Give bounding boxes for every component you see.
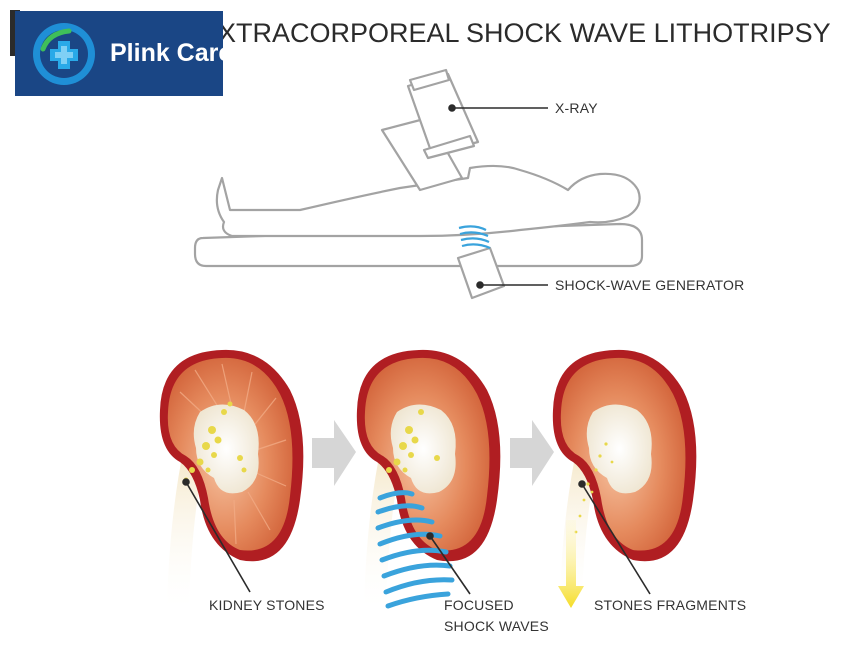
fragments-flow-arrow: [558, 520, 584, 608]
leader-lines-bottom: [182, 478, 651, 595]
process-arrow-2: [510, 420, 554, 486]
label-kidney-stones: KIDNEY STONES: [209, 597, 325, 613]
patient-table-scene: [193, 68, 644, 300]
kidney-with-fragments: [552, 349, 697, 611]
kidney-with-stones: [159, 349, 304, 621]
label-stones-fragments: STONES FRAGMENTS: [594, 597, 747, 613]
process-arrow-1: [312, 420, 356, 486]
generator-waves: [458, 225, 491, 250]
medical-cross-logo-icon: [33, 23, 95, 85]
label-shock-waves: SHOCK WAVES: [444, 618, 549, 634]
kidney-with-focused-waves: [356, 349, 501, 621]
focused-shock-waves: [375, 490, 455, 609]
label-xray: X-RAY: [555, 100, 598, 116]
brand-logo: Plink Care: [15, 11, 232, 96]
leader-lines-top: [448, 104, 548, 289]
xray-arm: [380, 116, 464, 192]
label-shock-wave-generator: SHOCK-WAVE GENERATOR: [555, 277, 745, 293]
treatment-table: [193, 222, 644, 268]
label-focused: FOCUSED: [444, 597, 514, 613]
page-title: XTRACORPOREAL SHOCK WAVE LITHOTRIPSY: [218, 18, 831, 48]
brand-name: Plink Care: [110, 39, 233, 67]
